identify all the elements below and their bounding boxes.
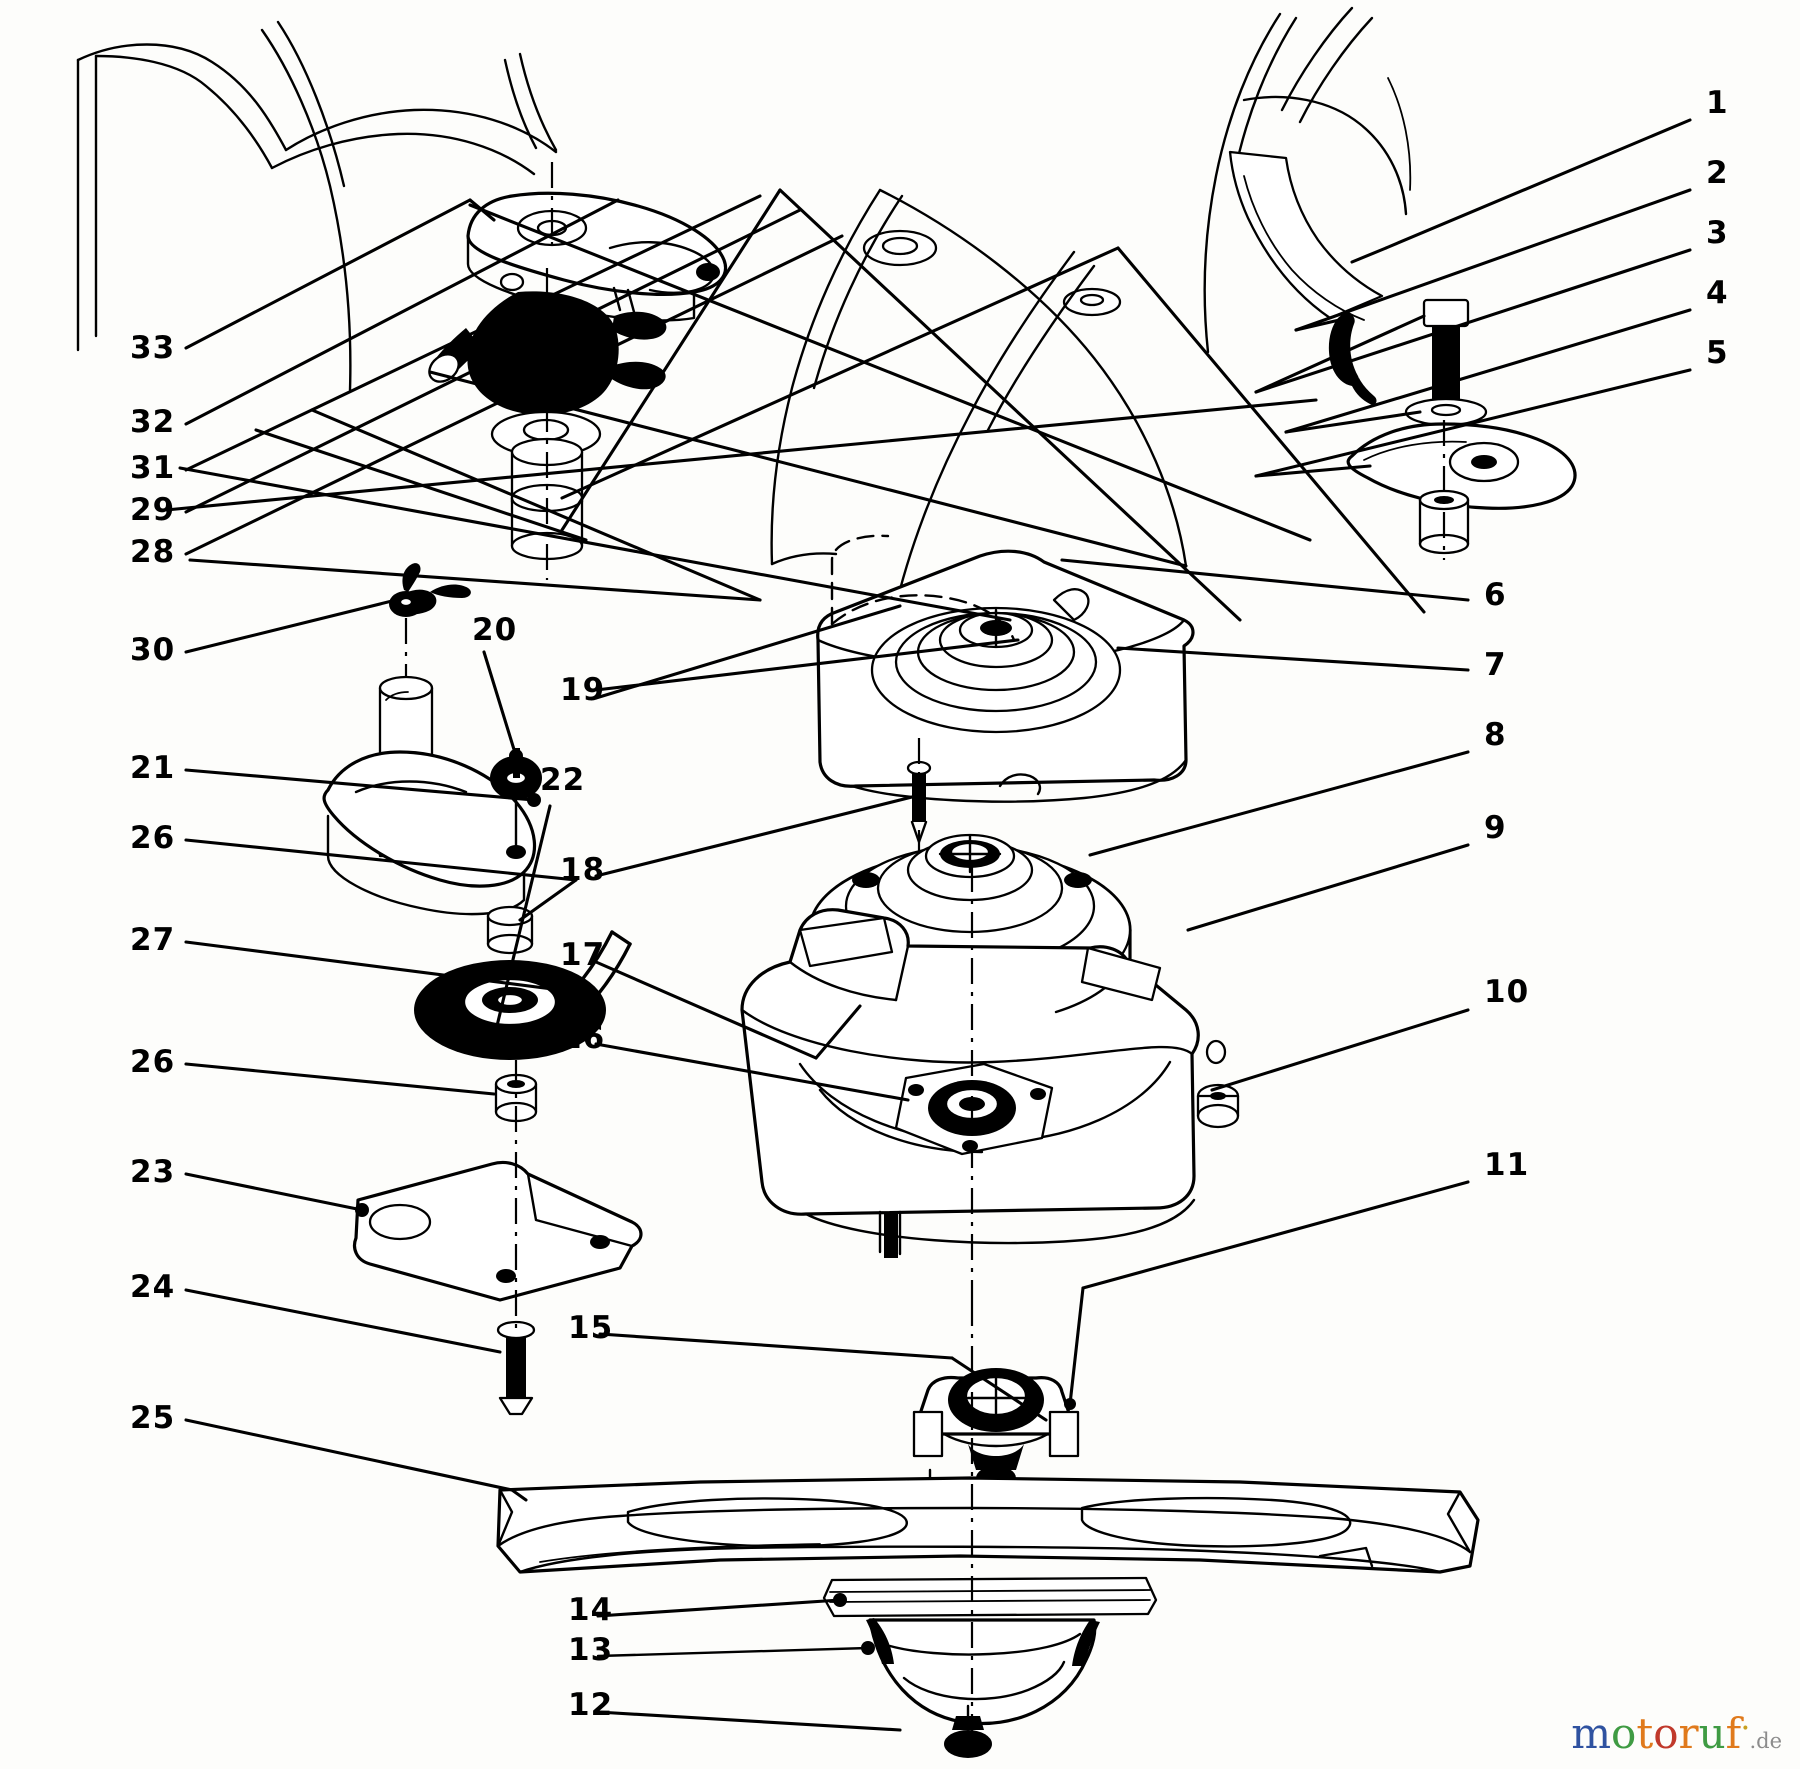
callout-number-22: 22 (540, 762, 585, 798)
watermark-letter: u (1698, 1709, 1726, 1758)
motoruf-watermark: motoruf•.de (1571, 1713, 1782, 1755)
upper-right-deck-fragment (1203, 6, 1412, 354)
callout-number-19: 19 (560, 672, 605, 708)
callout-number-18: 18 (560, 852, 605, 888)
callout-number-32: 32 (130, 404, 175, 440)
callout-number-8: 8 (1484, 717, 1507, 753)
callout-number-15: 15 (568, 1310, 613, 1346)
callout-number-12: 12 (568, 1687, 613, 1723)
watermark-letter: f (1725, 1709, 1742, 1758)
callout-number-26: 26 (130, 820, 175, 856)
callout-number-33: 33 (130, 330, 175, 366)
hardware-group-right (1328, 298, 1577, 560)
blade-assembly (496, 1300, 1480, 1760)
callout-number-29: 29 (130, 492, 175, 528)
callout-number-21: 21 (130, 750, 175, 786)
upper-left-deck-fragment (76, 20, 558, 392)
callout-number-11: 11 (1484, 1147, 1529, 1183)
callout-number-5: 5 (1706, 335, 1729, 371)
callout-number-labels: 1234567891011333231292830212627262324252… (130, 85, 1729, 1723)
callout-number-3: 3 (1706, 215, 1729, 251)
callout-number-10: 10 (1484, 974, 1529, 1010)
callout-number-26: 26 (130, 1044, 175, 1080)
watermark-letter: o (1611, 1709, 1637, 1758)
callout-number-31: 31 (130, 450, 175, 486)
callout-number-13: 13 (568, 1632, 613, 1668)
watermark-letter: r (1678, 1709, 1699, 1758)
callout-number-25: 25 (130, 1400, 175, 1436)
callout-number-6: 6 (1484, 577, 1507, 613)
watermark-letter: o (1653, 1709, 1679, 1758)
floating-washers (862, 229, 1122, 317)
callout-number-24: 24 (130, 1269, 175, 1305)
deck-bracket-part (1228, 150, 1384, 321)
callout-number-20: 20 (472, 612, 517, 648)
callout-number-9: 9 (1484, 810, 1507, 846)
callout-number-7: 7 (1484, 647, 1507, 683)
callout-number-30: 30 (130, 632, 175, 668)
watermark-tld: .de (1749, 1729, 1782, 1753)
watermark-accent-dot: • (1741, 1721, 1750, 1737)
callout-number-17: 17 (560, 937, 605, 973)
callout-number-23: 23 (130, 1154, 175, 1190)
callout-number-28: 28 (130, 534, 175, 570)
watermark-letter: m (1571, 1709, 1612, 1758)
clutch-housing-part-9 (740, 866, 1240, 1300)
callout-number-4: 4 (1706, 275, 1729, 311)
callout-number-2: 2 (1706, 155, 1729, 191)
callout-number-16: 16 (560, 1020, 605, 1056)
deck-shroud-part-7 (770, 188, 1195, 803)
callout-number-27: 27 (130, 922, 175, 958)
callout-number-14: 14 (568, 1592, 613, 1628)
clutch-pulley-part-8 (808, 738, 1132, 1092)
callout-number-1: 1 (1706, 85, 1729, 121)
watermark-letter: t (1636, 1709, 1654, 1758)
callout-leader-lines (164, 118, 1692, 1732)
brake-lever-assembly (428, 162, 728, 580)
